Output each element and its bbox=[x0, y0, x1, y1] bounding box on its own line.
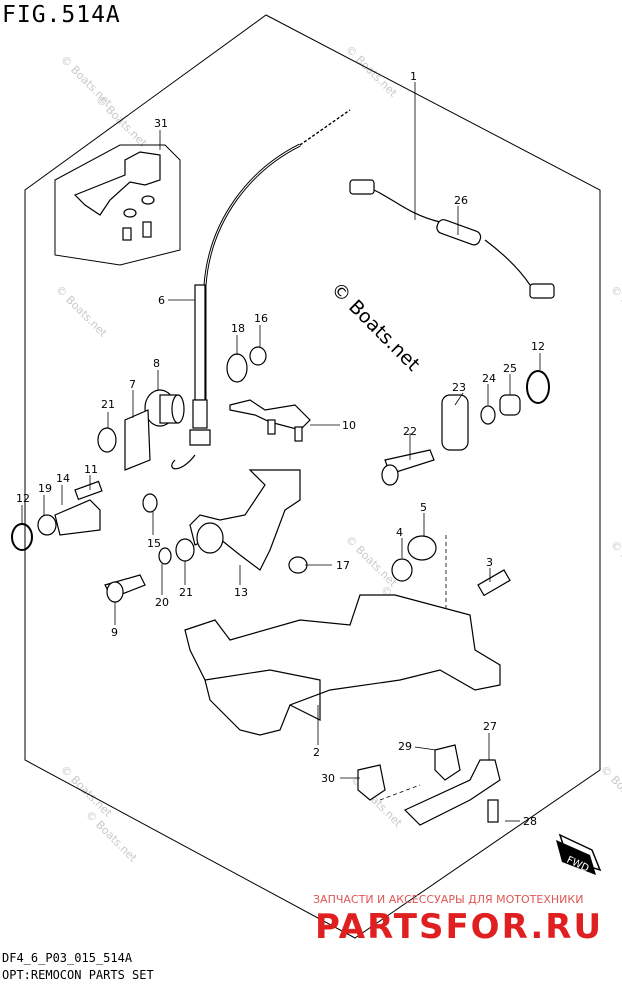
watermark-small: © Boats.net bbox=[93, 93, 150, 150]
figure-title: FIG.514A bbox=[2, 2, 121, 28]
watermark-small: © Boats.net bbox=[83, 808, 140, 865]
part-18-washer bbox=[226, 353, 248, 383]
watermark-brand: PARTSFOR.RU bbox=[315, 907, 603, 947]
part-6-cable bbox=[171, 109, 351, 470]
part-10-bolt bbox=[267, 419, 276, 435]
part-20-washer bbox=[158, 547, 172, 565]
part-11-bolt bbox=[74, 480, 103, 501]
part-2-arm bbox=[204, 669, 321, 721]
part-29-clip bbox=[434, 744, 461, 781]
part-13-lever bbox=[189, 469, 301, 571]
part-label: 2 bbox=[313, 746, 320, 759]
part-15-nut bbox=[142, 493, 158, 513]
part-10-bracket bbox=[229, 399, 311, 431]
part-label: 1 bbox=[410, 70, 417, 83]
part-21-washer bbox=[175, 538, 195, 562]
part-label: 13 bbox=[234, 586, 248, 599]
part-label: 5 bbox=[420, 501, 427, 514]
watermark-main: © Boats.net bbox=[326, 278, 424, 376]
part-10-bolt bbox=[294, 426, 303, 442]
watermark-small: © Boats.net bbox=[53, 283, 110, 340]
part-30-clip bbox=[357, 764, 386, 801]
part-16-nut bbox=[249, 346, 267, 366]
part-12-ring bbox=[526, 370, 550, 404]
part-label: 28 bbox=[523, 815, 537, 828]
part-label: 17 bbox=[336, 559, 350, 572]
part-27-plate bbox=[403, 759, 501, 826]
part-labels: 1 31 6 26 18 16 8 7 21 10 11 14 19 12 15… bbox=[16, 70, 545, 828]
part-label: 26 bbox=[454, 194, 468, 207]
part-label: 14 bbox=[56, 472, 70, 485]
part-label: 9 bbox=[111, 626, 118, 639]
watermark-small: © Boats.net bbox=[608, 538, 622, 595]
part-2-bracket bbox=[184, 594, 501, 736]
part-label: 7 bbox=[129, 378, 136, 391]
part-label: 11 bbox=[84, 463, 98, 476]
part-3-stud bbox=[477, 569, 511, 597]
part-label: 3 bbox=[486, 556, 493, 569]
part-21-washer bbox=[97, 427, 117, 453]
part-label: 4 bbox=[396, 526, 403, 539]
watermark-small: © Boats.net bbox=[58, 763, 115, 820]
part-label: 19 bbox=[38, 482, 52, 495]
part-23-collar bbox=[441, 394, 469, 451]
watermark-ru-caption: ЗАПЧАСТИ И АКСЕССУАРЫ ДЛЯ МОТОТЕХНИКИ bbox=[313, 893, 583, 906]
part-label: 15 bbox=[147, 537, 161, 550]
watermark-small: © Boats.net bbox=[598, 763, 622, 820]
part-label: 6 bbox=[158, 294, 165, 307]
watermark-small: © Boats.net bbox=[608, 283, 622, 340]
part-14-link bbox=[54, 499, 101, 536]
part-label: 16 bbox=[254, 312, 268, 325]
part-label: 29 bbox=[398, 740, 412, 753]
leader-lines bbox=[21, 82, 541, 822]
part-label: 18 bbox=[231, 322, 245, 335]
fwd-arrow-icon: FWD bbox=[556, 833, 602, 875]
part-4-nut bbox=[391, 558, 413, 582]
inset-box bbox=[54, 144, 181, 266]
part-label: 27 bbox=[483, 720, 497, 733]
part-25-sleeve bbox=[499, 394, 521, 416]
part-label: 22 bbox=[403, 425, 417, 438]
part-28-bolt bbox=[487, 799, 499, 823]
part-5-washer bbox=[407, 535, 437, 561]
part-31-bracket bbox=[73, 151, 161, 241]
part-24-washer bbox=[480, 405, 496, 425]
part-label: 21 bbox=[179, 586, 193, 599]
footer-description: OPT:REMOCON PARTS SET bbox=[2, 968, 154, 982]
part-label: 8 bbox=[153, 357, 160, 370]
part-13-boss bbox=[196, 522, 224, 554]
part-label: 12 bbox=[16, 492, 30, 505]
part-label: 10 bbox=[342, 419, 356, 432]
part-label: 20 bbox=[155, 596, 169, 609]
part-17-nut bbox=[288, 556, 308, 574]
part-label: 21 bbox=[101, 398, 115, 411]
watermark-small: © Boats.net bbox=[343, 43, 400, 100]
footer-code: DF4_6_P03_015_514A bbox=[2, 951, 133, 965]
part-label: 12 bbox=[531, 340, 545, 353]
part-7-bracket bbox=[124, 409, 151, 471]
part-12-ring bbox=[11, 523, 33, 551]
part-label: 23 bbox=[452, 381, 466, 394]
part-label: 31 bbox=[154, 117, 168, 130]
part-label: 30 bbox=[321, 772, 335, 785]
part-8-block bbox=[144, 389, 185, 427]
part-26-wire bbox=[349, 179, 555, 299]
part-label: 24 bbox=[482, 372, 496, 385]
frame-outline bbox=[24, 14, 601, 939]
part-19-washer bbox=[37, 514, 57, 536]
watermark-small: © Boats.net bbox=[343, 533, 400, 590]
part-label: 25 bbox=[503, 362, 517, 375]
